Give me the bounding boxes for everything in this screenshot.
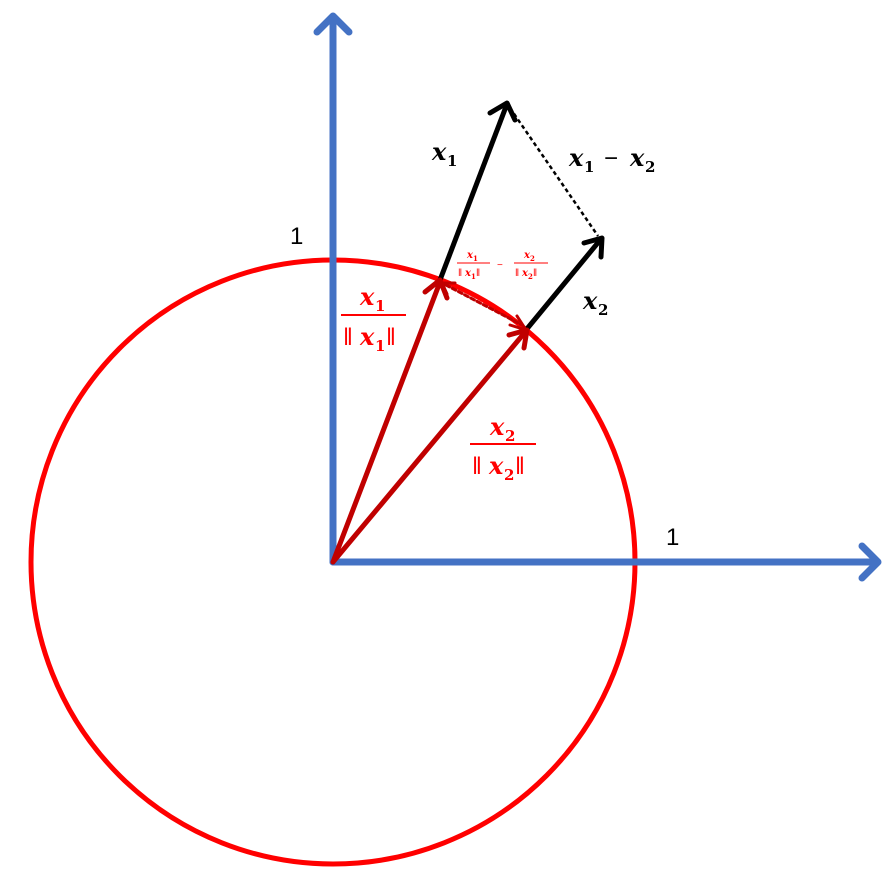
- difference-x1-minus-x2: [508, 107, 600, 237]
- svg-text:x: x: [582, 286, 598, 315]
- unit-vector-x2: [330, 328, 529, 565]
- svg-text:x: x: [523, 250, 531, 261]
- vector-x2: [523, 236, 604, 333]
- svg-text:1: 1: [447, 152, 457, 170]
- label-unit-x2: x 2 ‖ x 2 ‖: [470, 412, 536, 484]
- svg-text:x: x: [464, 268, 472, 279]
- svg-text:2: 2: [504, 466, 514, 484]
- y-axis-arrowhead-icon: [313, 12, 353, 36]
- unit-difference: [444, 283, 524, 327]
- svg-text:‖: ‖: [515, 268, 519, 279]
- svg-text:‖: ‖: [458, 268, 462, 279]
- svg-text:‖: ‖: [533, 268, 537, 279]
- label-unit-difference: x 1 ‖ x 1 ‖ − x 2 ‖ x 2 ‖: [457, 250, 548, 281]
- label-x1-minus-x2: x 1 − x 2: [568, 143, 655, 176]
- svg-text:x: x: [489, 412, 505, 441]
- svg-text:1: 1: [471, 272, 476, 281]
- svg-text:2: 2: [528, 272, 533, 281]
- svg-text:x: x: [568, 143, 584, 172]
- svg-text:1: 1: [473, 254, 478, 263]
- x-axis-arrowhead-icon: [858, 542, 882, 582]
- x-axis-tick-label: 1: [666, 524, 679, 551]
- svg-text:2: 2: [645, 158, 655, 176]
- unit-vector-x1: [330, 279, 443, 565]
- unit-difference-arrowhead-icon: [508, 314, 530, 333]
- svg-text:2: 2: [530, 254, 535, 263]
- svg-text:‖: ‖: [476, 268, 480, 279]
- svg-text:x: x: [359, 322, 375, 351]
- svg-text:x: x: [466, 250, 474, 261]
- label-x1: x 1: [431, 137, 457, 170]
- x2-arrowhead-icon: [581, 235, 605, 260]
- svg-text:−: −: [497, 260, 503, 271]
- svg-text:‖: ‖: [343, 324, 353, 351]
- svg-text:1: 1: [584, 158, 594, 176]
- vector-x1: [437, 101, 510, 283]
- svg-text:x: x: [431, 137, 447, 166]
- svg-text:x: x: [488, 451, 504, 480]
- svg-text:‖: ‖: [472, 453, 482, 480]
- svg-text:2: 2: [598, 301, 608, 319]
- y-axis-tick-label: 1: [290, 223, 303, 250]
- svg-text:x: x: [359, 282, 375, 311]
- svg-text:x: x: [629, 143, 645, 172]
- svg-text:2: 2: [505, 427, 515, 445]
- svg-text:x: x: [521, 268, 529, 279]
- label-unit-x1: x 1 ‖ x 1 ‖: [341, 282, 406, 355]
- y-axis: [313, 12, 353, 566]
- label-x2: x 2: [582, 286, 608, 319]
- svg-text:1: 1: [375, 337, 385, 355]
- unit-difference-tail-icon: [439, 281, 457, 296]
- svg-text:1: 1: [375, 297, 385, 315]
- x1-arrowhead-icon: [487, 100, 518, 123]
- svg-text:−: −: [604, 145, 618, 172]
- x-axis: [329, 542, 882, 582]
- svg-text:‖: ‖: [386, 324, 396, 351]
- svg-text:‖: ‖: [515, 453, 525, 480]
